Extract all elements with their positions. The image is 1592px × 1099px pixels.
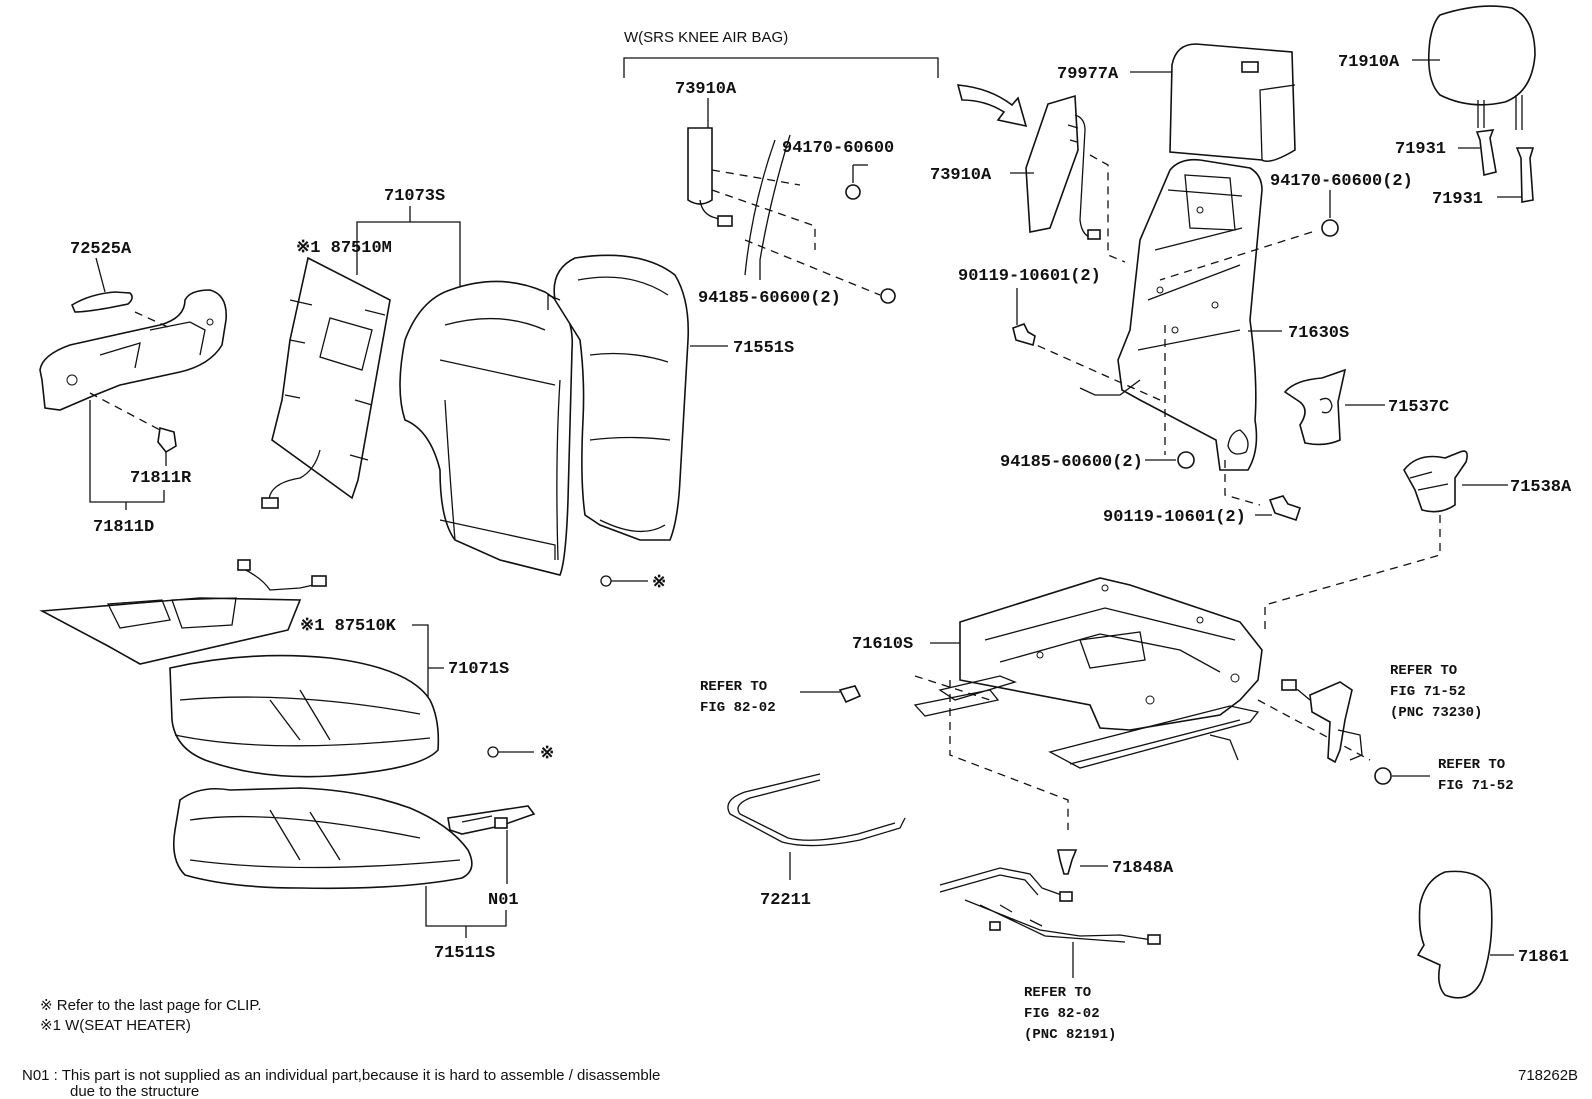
- part-72525A[interactable]: 72525A: [70, 240, 132, 259]
- ref-71-52-b-line2[interactable]: FIG 71-52: [1438, 778, 1514, 794]
- cushion-pad-71071S[interactable]: [169, 654, 440, 778]
- ref-71-52-a-line2[interactable]: FIG 71-52: [1390, 684, 1466, 700]
- ref-71-52-b-line1[interactable]: REFER TO: [1438, 757, 1505, 773]
- nut-seatbelt[interactable]: [1374, 767, 1430, 785]
- clip-reference-a: [600, 575, 648, 587]
- part-79977A[interactable]: 79977A: [1057, 65, 1119, 84]
- guide-71931-b[interactable]: [1497, 147, 1535, 203]
- part-87510K[interactable]: ※1 87510K: [300, 617, 397, 636]
- ref-82-02-a-line2[interactable]: FIG 82-02: [700, 700, 776, 716]
- part-71538A[interactable]: 71538A: [1510, 478, 1572, 497]
- knee-airbag-group-label: W(SRS KNEE AIR BAG): [624, 29, 788, 46]
- part-94170-right[interactable]: 94170-60600(2): [1270, 172, 1413, 191]
- part-71910A[interactable]: 71910A: [1338, 53, 1400, 72]
- seat-frame-71610S[interactable]: [913, 577, 1263, 769]
- cover-71861[interactable]: [1416, 870, 1493, 999]
- part-71511S[interactable]: 71511S: [434, 944, 495, 963]
- seatback-cover-71551S[interactable]: [547, 254, 690, 541]
- clip-94170-right[interactable]: [1321, 190, 1339, 237]
- nut-94185-top[interactable]: [880, 288, 896, 304]
- clip-94170-left[interactable]: [845, 164, 868, 200]
- frame-bottom-dashes: [914, 515, 1441, 830]
- part-71811D[interactable]: 71811D: [93, 518, 154, 537]
- headrest-71910A[interactable]: [1427, 5, 1536, 130]
- side-shield-71811D[interactable]: [39, 289, 227, 411]
- airbag-module-left[interactable]: [687, 127, 881, 296]
- part-94185-bottom[interactable]: 94185-60600(2): [1000, 453, 1143, 472]
- note-n01-line2: due to the structure: [70, 1083, 199, 1099]
- arrow-indicator: [956, 84, 1028, 128]
- ref-82-02-b-line1[interactable]: REFER TO: [1024, 985, 1091, 1001]
- part-71071S[interactable]: 71071S: [448, 660, 509, 679]
- part-71931-b[interactable]: 71931: [1432, 190, 1483, 209]
- clip-reference-b: [487, 746, 534, 758]
- wire-harness-82191[interactable]: [939, 867, 1161, 945]
- seatback-heater-87510M[interactable]: [261, 256, 391, 509]
- airbag-module-right[interactable]: [1025, 94, 1101, 240]
- bracket-71537C[interactable]: [1283, 368, 1347, 446]
- note-n01-line1: N01 : This part is not supplied as an in…: [22, 1067, 660, 1084]
- part-71861[interactable]: 71861: [1518, 948, 1569, 967]
- note-seat-heater: ※1 W(SEAT HEATER): [40, 1017, 191, 1034]
- frame-dash-lines: [1024, 154, 1313, 506]
- part-90119-bottom[interactable]: 90119-10601(2): [1103, 508, 1246, 527]
- guide-71931-a[interactable]: [1458, 129, 1497, 176]
- clip-71811R[interactable]: [157, 426, 177, 466]
- seatbelt-buckle[interactable]: [1281, 679, 1363, 764]
- part-71630S[interactable]: 71630S: [1288, 324, 1349, 343]
- cushion-cover-71511S[interactable]: [172, 787, 473, 890]
- bracket-71073S: [356, 206, 461, 290]
- seatback-frame-71630S[interactable]: [1079, 158, 1263, 471]
- clip-mark-a: ※: [652, 574, 666, 593]
- part-73910A-right[interactable]: 73910A: [930, 166, 992, 185]
- ref-82-02-a-line1[interactable]: REFER TO: [700, 679, 767, 695]
- diagram-id: 718262B: [1518, 1067, 1578, 1084]
- cushion-heater-87510K[interactable]: [39, 559, 327, 665]
- note-clip: ※ Refer to the last page for CLIP.: [40, 997, 262, 1014]
- part-71073S[interactable]: 71073S: [384, 187, 445, 206]
- part-71551S[interactable]: 71551S: [733, 339, 794, 358]
- pad-79977A[interactable]: [1169, 43, 1296, 163]
- wire-72211[interactable]: [727, 773, 906, 847]
- ref-82-02-b-line3[interactable]: (PNC 82191): [1024, 1027, 1116, 1043]
- part-73910A-left[interactable]: 73910A: [675, 80, 737, 99]
- seatback-pad-71073S[interactable]: [399, 280, 574, 576]
- part-94170-left[interactable]: 94170-60600: [782, 139, 894, 158]
- part-71610S[interactable]: 71610S: [852, 635, 913, 654]
- part-72211[interactable]: 72211: [760, 891, 811, 910]
- bracket-71511S: [425, 886, 507, 938]
- ref-82-02-b-line2[interactable]: FIG 82-02: [1024, 1006, 1100, 1022]
- part-90119-top[interactable]: 90119-10601(2): [958, 267, 1101, 286]
- ref-fig-82-02-a-shape: [800, 685, 862, 704]
- part-187510M[interactable]: ※1 87510M: [296, 239, 392, 258]
- bracket-N01[interactable]: [447, 805, 536, 884]
- grommet-71848A[interactable]: [1057, 849, 1108, 875]
- part-71537C[interactable]: 71537C: [1388, 398, 1449, 417]
- part-71811R[interactable]: 71811R: [130, 469, 192, 488]
- bolt-90119-bottom[interactable]: [1255, 495, 1302, 522]
- clip-mark-b: ※: [540, 745, 554, 764]
- nut-94185-bottom[interactable]: [1145, 451, 1195, 469]
- part-71931-a[interactable]: 71931: [1395, 140, 1446, 159]
- part-71848A[interactable]: 71848A: [1112, 859, 1174, 878]
- part-94185-top[interactable]: 94185-60600(2): [698, 289, 841, 308]
- part-N01[interactable]: N01: [488, 891, 519, 910]
- shield-bracket: [89, 400, 165, 510]
- ref-71-52-a-line1[interactable]: REFER TO: [1390, 663, 1457, 679]
- bracket-71538A[interactable]: [1403, 450, 1468, 513]
- bolt-90119-top[interactable]: [1012, 288, 1036, 347]
- seat-side-edge: [744, 134, 791, 280]
- knee-airbag-group: W(SRS KNEE AIR BAG): [623, 29, 939, 78]
- ref-71-52-a-line3[interactable]: (PNC 73230): [1390, 705, 1482, 721]
- cover-72525A[interactable]: [70, 257, 133, 313]
- shield-dash: [89, 311, 171, 431]
